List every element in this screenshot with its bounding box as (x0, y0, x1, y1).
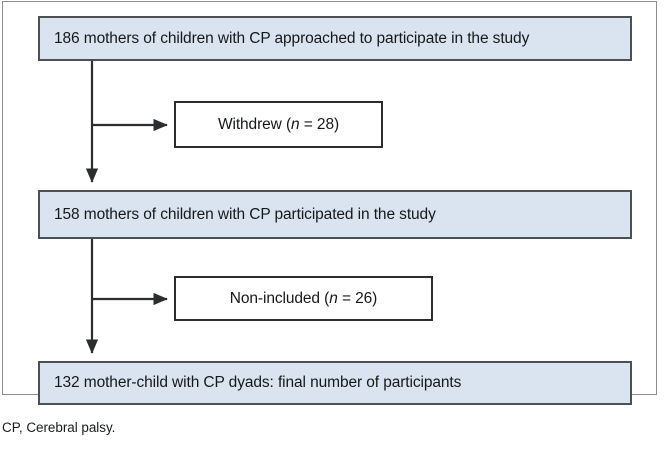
node-participated: 158 mothers of children with CP particip… (38, 190, 632, 239)
node-approached-label: 186 mothers of children with CP approach… (54, 29, 530, 47)
node-withdrew-value: = 28) (299, 115, 340, 133)
node-non-included: Non-included (n = 26) (174, 276, 433, 321)
node-participated-label: 158 mothers of children with CP particip… (54, 205, 436, 223)
node-non-included-value: = 26) (337, 289, 378, 307)
node-withdrew-n-symbol: n (291, 115, 300, 133)
node-non-included-label: Non-included (n = 26) (229, 289, 378, 308)
figure-caption: CP, Cerebral palsy. (2, 420, 116, 435)
node-final: 132 mother-child with CP dyads: final nu… (38, 361, 632, 405)
node-approached: 186 mothers of children with CP approach… (38, 16, 632, 61)
node-withdrew-label-text: Withdrew ( (217, 115, 292, 133)
node-withdrew: Withdrew (n = 28) (174, 101, 383, 148)
node-non-included-n-symbol: n (329, 289, 338, 307)
node-non-included-label-text: Non-included ( (229, 289, 330, 307)
node-final-label: 132 mother-child with CP dyads: final nu… (54, 374, 462, 391)
node-withdrew-label: Withdrew (n = 28) (218, 116, 339, 134)
